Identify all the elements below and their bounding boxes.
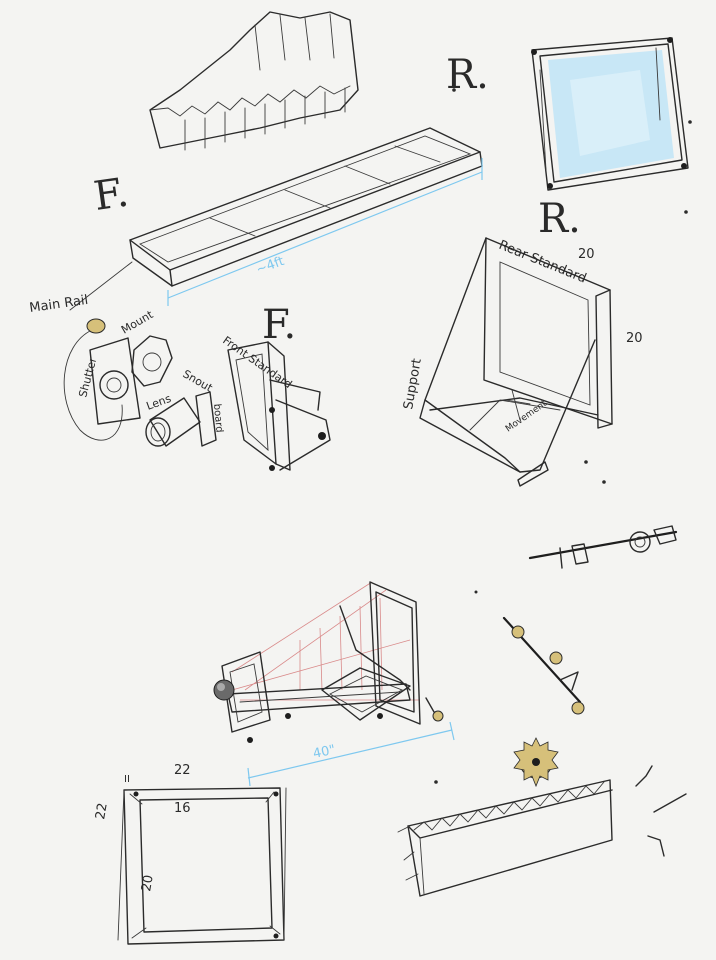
frame-thickness-label: II	[124, 774, 130, 785]
frame-side-outer-label: 22	[93, 802, 111, 821]
gear-sketch	[513, 737, 559, 788]
frame-inner-side-label: 20	[139, 874, 157, 893]
rear-letter-1: R.	[446, 52, 489, 98]
camera-length-label: 40"	[312, 743, 337, 762]
rear-width-label: 20	[578, 247, 595, 262]
gear-rack-sketch	[397, 779, 613, 897]
stray-marks	[434, 88, 692, 857]
ground-glass-sketch	[531, 37, 689, 191]
rail-length-label: ~4ft	[254, 254, 286, 278]
rear-height-label: 20	[626, 331, 643, 346]
frame-inner-top-label: 16	[174, 801, 191, 816]
lens-assembly-sketch: Main Rail Shutter Mount Lens Snout board	[28, 293, 224, 447]
main-rail-sketch: ~4ft	[69, 127, 483, 311]
rear-standard-label: Rear Standard	[497, 238, 589, 287]
snout-label: Snout	[181, 367, 216, 395]
rail-tensioner-sketch	[528, 525, 678, 569]
square-frame-sketch: 22 22 16 20 II	[93, 763, 287, 945]
rear-letter-2: R.	[538, 196, 581, 242]
camera-assembly-sketch: 40"	[213, 581, 455, 787]
shutter-label: Shutter	[76, 356, 99, 399]
mount-label: Mount	[119, 308, 156, 337]
bellows-sketch	[149, 11, 359, 151]
front-standard-sketch: Front Standard	[220, 334, 331, 471]
board-label: board	[211, 403, 224, 433]
front-letter-1: F.	[91, 170, 131, 220]
support-label: Support	[401, 357, 425, 410]
main-rail-label: Main Rail	[28, 293, 89, 316]
front-letter-2: F.	[262, 302, 296, 348]
lens-label: Lens	[145, 392, 174, 413]
focus-crank-sketch	[502, 616, 585, 715]
frame-top-outer-label: 22	[174, 763, 191, 778]
rear-standard-sketch: Rear Standard 20 20 Support Movement	[401, 237, 643, 487]
